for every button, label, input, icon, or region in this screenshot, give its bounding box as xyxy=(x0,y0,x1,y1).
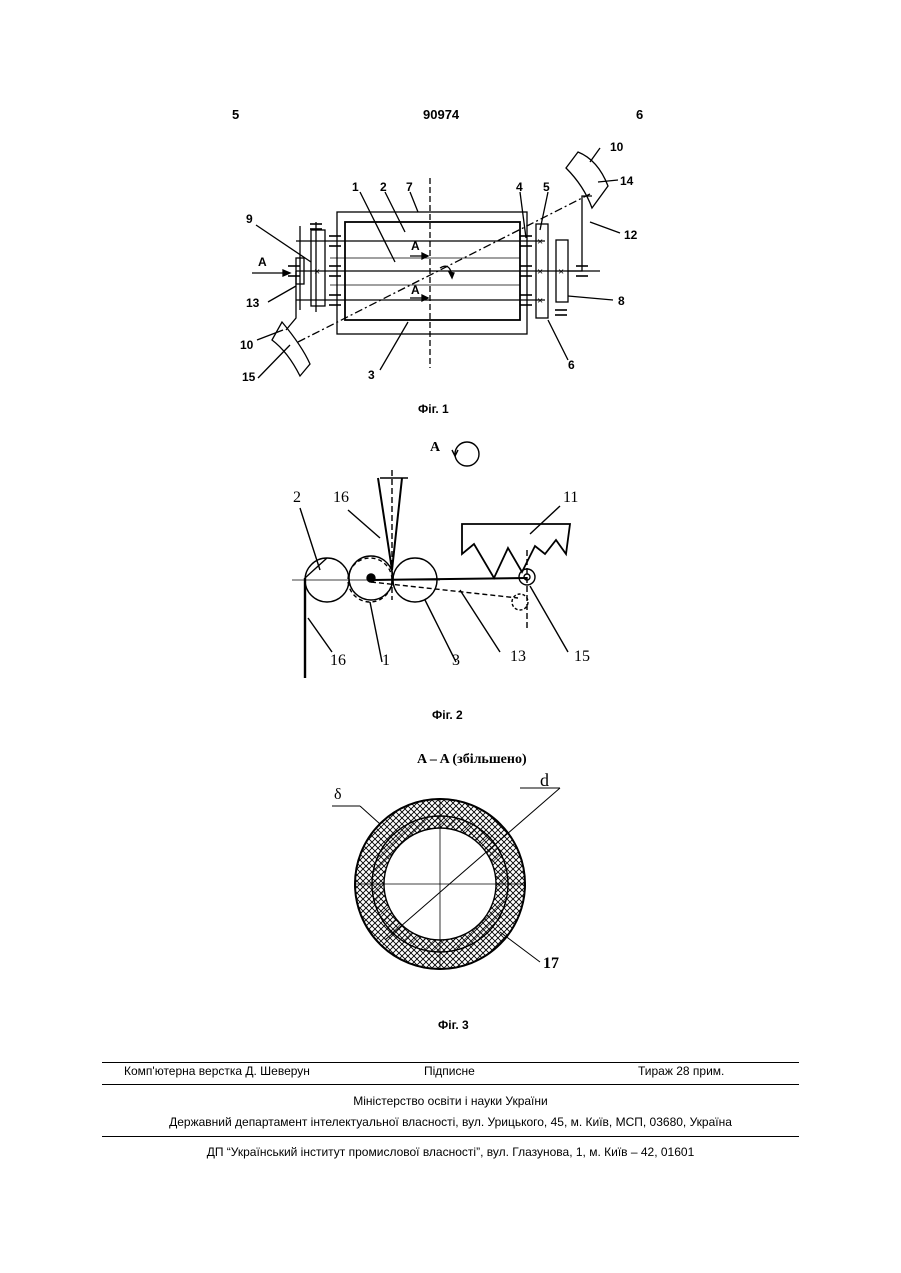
fig3-label-17: 17 xyxy=(543,955,559,973)
fig1-label-14: 14 xyxy=(620,174,633,188)
svg-text:×: × xyxy=(537,295,543,307)
fig2-label-16-top: 16 xyxy=(333,489,349,507)
fig1-label-9: 9 xyxy=(246,212,253,226)
fig2-label-15: 15 xyxy=(574,648,590,666)
fig1-label-8: 8 xyxy=(618,294,625,308)
fig1-label-2: 2 xyxy=(380,180,387,194)
fig2-label-3: 3 xyxy=(452,652,460,670)
fig1-label-15: 15 xyxy=(242,370,255,384)
fig1-label-4: 4 xyxy=(516,180,523,194)
figure-2-drawing xyxy=(0,430,901,700)
fig1-label-7: 7 xyxy=(406,180,413,194)
fig2-label-16-bottom: 16 xyxy=(330,652,346,670)
footer-ministry: Міністерство освіти і науки України xyxy=(0,1094,901,1108)
fig2-label-2: 2 xyxy=(293,489,301,507)
svg-text:×: × xyxy=(537,266,543,278)
fig1-label-12: 12 xyxy=(624,228,637,242)
footer-department: Державний департамент інтелектуальної вл… xyxy=(0,1115,901,1129)
figure-3-caption: Фіг. 3 xyxy=(438,1018,469,1032)
footer-signed: Підписне xyxy=(424,1064,475,1078)
fig2-label-11: 11 xyxy=(563,489,578,507)
svg-text:×: × xyxy=(558,266,564,278)
fig1-label-A-upper: A xyxy=(411,239,420,253)
footer-circulation: Тираж 28 прим. xyxy=(638,1064,724,1078)
footer-rule-bottom xyxy=(102,1136,799,1137)
svg-text:×: × xyxy=(314,266,320,278)
fig1-label-5: 5 xyxy=(543,180,550,194)
fig2-view-label: A xyxy=(430,440,440,456)
fig1-label-3: 3 xyxy=(368,368,375,382)
fig1-label-1: 1 xyxy=(352,180,359,194)
figure-3-drawing xyxy=(0,770,901,1010)
fig3-section-title: A – A (збільшено) xyxy=(417,752,527,768)
figure-1-drawing: × × × × × xyxy=(0,0,901,420)
figure-2-caption: Фіг. 2 xyxy=(432,708,463,722)
footer-rule-middle xyxy=(102,1084,799,1085)
fig1-label-A-lower: A xyxy=(411,283,420,297)
footer-typesetting: Комп'ютерна верстка Д. Шеверун xyxy=(124,1064,310,1078)
fig1-label-13: 13 xyxy=(246,296,259,310)
footer-rule-top xyxy=(102,1062,799,1063)
footer-institute: ДП “Український інститут промислової вла… xyxy=(0,1145,901,1159)
fig2-label-1: 1 xyxy=(382,652,390,670)
fig2-label-13: 13 xyxy=(510,648,526,666)
figure-1-caption: Фіг. 1 xyxy=(418,402,449,416)
fig1-label-6: 6 xyxy=(568,358,575,372)
fig1-label-10-bottom: 10 xyxy=(240,338,253,352)
fig3-label-delta: δ xyxy=(334,786,342,804)
fig1-label-10-top: 10 xyxy=(610,140,623,154)
svg-text:×: × xyxy=(537,236,543,248)
fig1-label-A-input: A xyxy=(258,255,267,269)
fig3-label-d: d xyxy=(540,770,549,791)
